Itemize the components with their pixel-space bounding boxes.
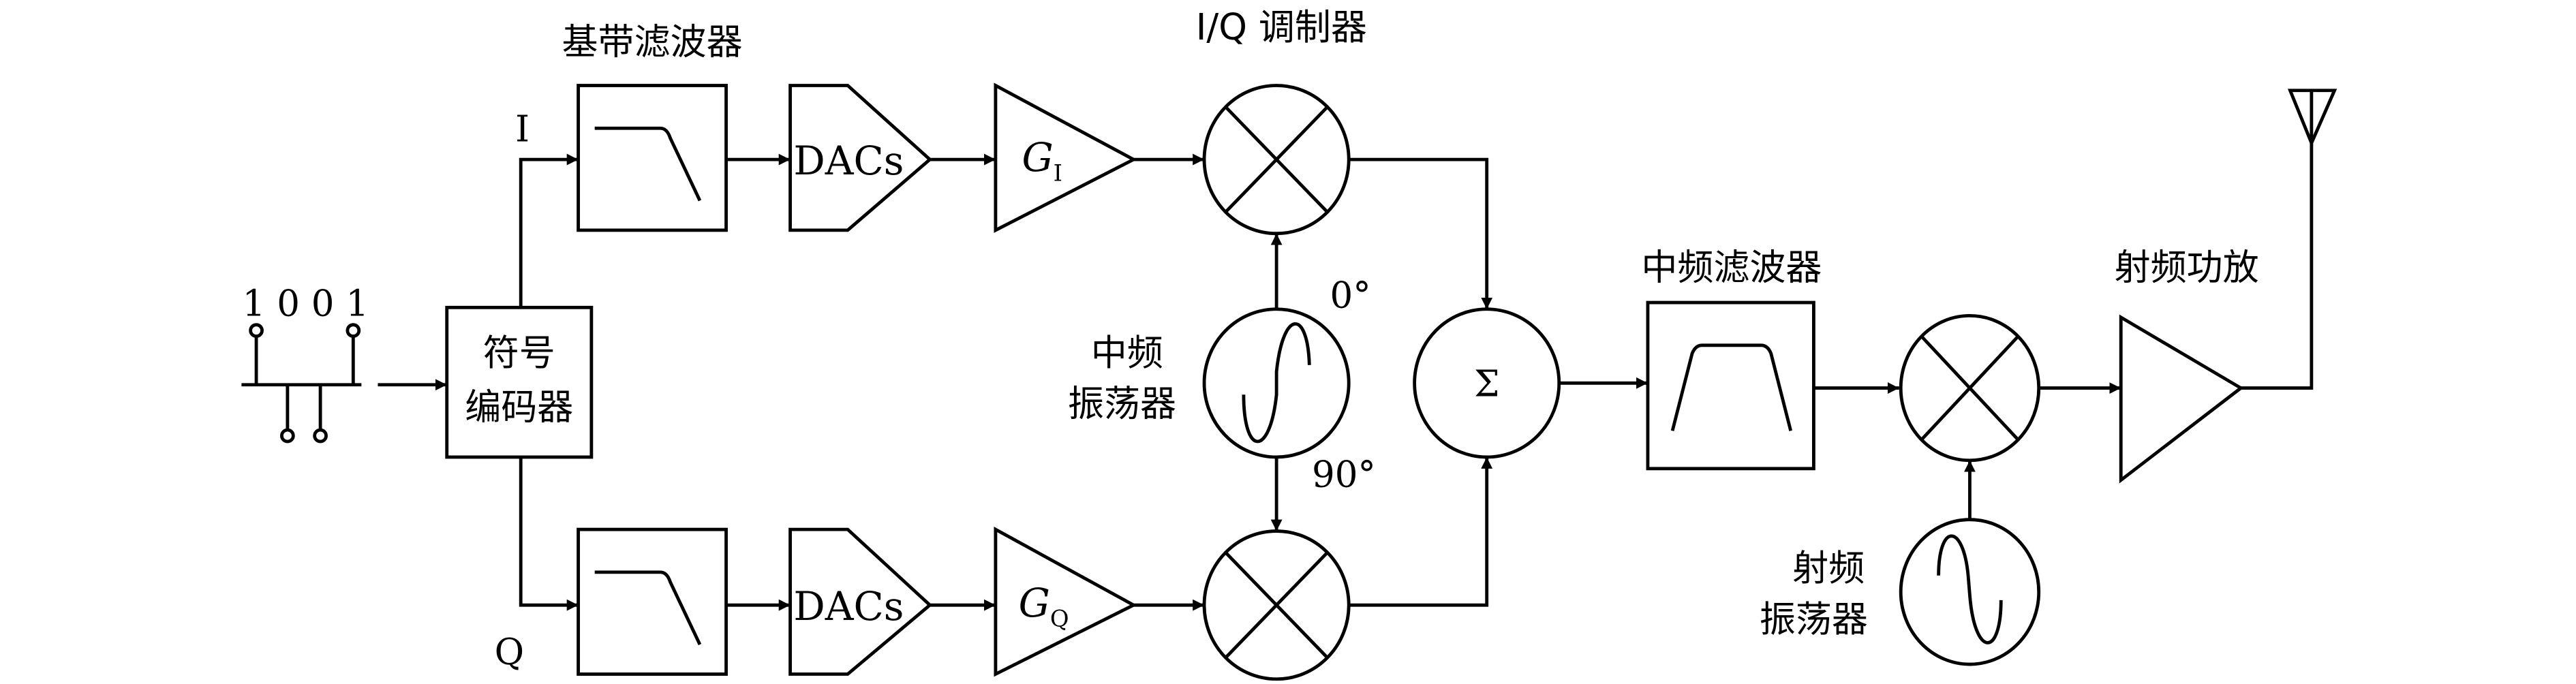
if-filter-title: 中频滤波器 — [1641, 246, 1822, 288]
rf-osc-label-line1: 射频 — [1792, 547, 1865, 589]
i-branch-label: I — [515, 108, 530, 151]
phase-90-label: 90° — [1312, 453, 1376, 495]
sum-symbol: Σ — [1474, 363, 1499, 405]
dac-i-block: DACs — [788, 84, 933, 232]
q-branch-label: Q — [495, 631, 524, 673]
line-pa-to-antenna — [2241, 142, 2314, 390]
dac-i-label: DACs — [793, 138, 904, 184]
baseband-filter-title: 基带滤波器 — [562, 21, 743, 63]
bit-stream: 1 0 0 1 — [241, 282, 369, 444]
mixer-i — [1202, 84, 1351, 236]
baseband-filter-q — [577, 527, 728, 676]
q-branch-line — [519, 456, 579, 611]
if-osc-label-line2: 振荡器 — [1068, 383, 1176, 425]
dac-q-label: DACs — [793, 583, 904, 629]
rf-oscillator: 射频 振荡器 — [1760, 518, 2041, 666]
gain-i-amplifier: GI — [994, 82, 1137, 233]
mixer-q — [1202, 529, 1351, 681]
rf-mixer — [1899, 313, 2041, 463]
svg-text:GI: GI — [1022, 134, 1062, 187]
iq-modulator-title: I/Q 调制器 — [1196, 6, 1367, 48]
lowpass-icon — [594, 126, 702, 202]
i-branch-line — [519, 153, 579, 308]
svg-text:GQ: GQ — [1019, 580, 1069, 632]
gain-q-main: G — [1019, 580, 1050, 626]
antenna-icon — [2287, 89, 2337, 148]
encoder-label-line2: 编码器 — [465, 386, 573, 428]
if-filter-block — [1646, 300, 1815, 471]
gain-i-main: G — [1022, 134, 1053, 181]
baseband-filter-i — [577, 84, 728, 232]
sine-wave-icon — [1937, 534, 2003, 644]
line-mixer-q-to-sum — [1349, 456, 1493, 607]
bandpass-icon — [1670, 343, 1793, 431]
encoder-label-line1: 符号 — [483, 332, 555, 374]
gain-q-amplifier: GQ — [994, 527, 1137, 677]
dac-q-block: DACs — [788, 527, 933, 676]
if-oscillator: 中频 振荡器 — [1068, 307, 1351, 459]
gain-q-subscript: Q — [1050, 606, 1069, 632]
rf-pa-title: 射频功放 — [2115, 246, 2259, 288]
if-osc-label-line1: 中频 — [1091, 332, 1163, 374]
sine-wave-icon — [1242, 322, 1311, 444]
bits-label: 1 0 0 1 — [243, 282, 369, 324]
rf-osc-label-line2: 振荡器 — [1760, 598, 1868, 640]
symbol-encoder-block: 符号 编码器 — [445, 305, 594, 459]
gain-i-subscript: I — [1054, 159, 1062, 186]
phase-0-label: 0° — [1330, 274, 1370, 316]
summation-block: Σ — [1413, 307, 1561, 459]
line-mixer-i-to-sum — [1349, 157, 1493, 309]
rf-power-amplifier — [2119, 314, 2244, 484]
lowpass-icon — [594, 570, 702, 646]
